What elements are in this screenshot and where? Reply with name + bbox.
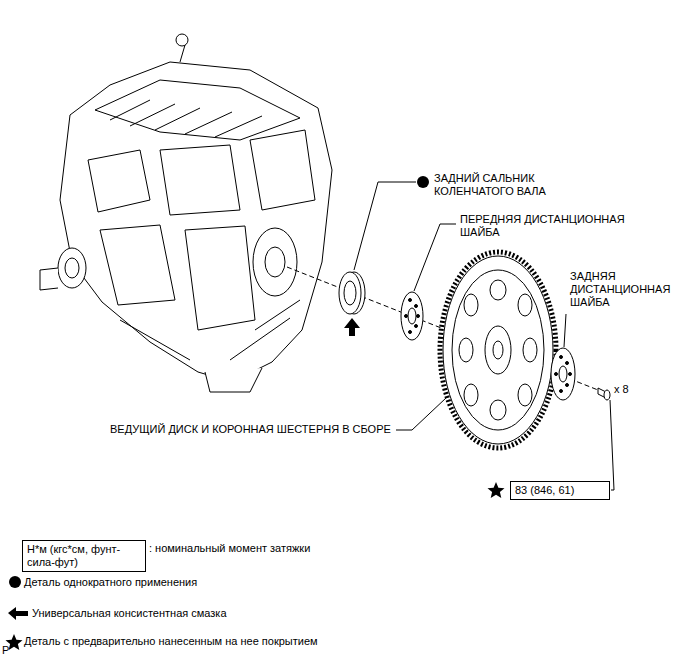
one-time-use-mark [417,176,429,188]
drive-plate [440,252,556,448]
legend-arrow-symbol [8,607,28,620]
legend-text: Деталь с предварительно нанесенным на не… [24,635,318,648]
part-label: ПЕРЕДНЯЯ ДИСТАНЦИОННАЯ ШАЙБА [460,213,635,239]
front-spacer [401,292,423,340]
legend-text: Деталь однократного применения [24,576,197,589]
part-label: ЗАДНЯЯ ДИСТАНЦИОННАЯ ШАЙБА [570,270,670,309]
page-mark: P [2,644,9,657]
part-label: ВЕДУЩИЙ ДИСК И КОРОННАЯ ШЕСТЕРНЯ В СБОРЕ [110,423,391,436]
part-label: ЗАДНИЙ САЛЬНИК КОЛЕНЧАТОГО ВАЛА [434,172,564,198]
legend-circle-symbol [9,576,21,588]
torque-box: 83 (846, 61) [510,481,610,500]
precoated-mark [488,482,505,498]
grease-arrow [344,318,360,336]
bolt [598,388,610,400]
engine-drawing [40,34,332,392]
box-text: Н*м (кгс*см, фунт-сила-фут) [27,543,141,569]
legend-text: : номинальный момент затяжки [149,542,310,555]
quantity-label: x 8 [614,383,629,396]
legend-torque-box: Н*м (кгс*см, фунт-сила-фут) [22,540,146,572]
legend-text: Универсальная консистентная смазка [32,607,227,620]
box-text: 83 (846, 61) [515,484,605,497]
rear-spacer [551,348,575,400]
crankshaft-seal [339,272,365,314]
